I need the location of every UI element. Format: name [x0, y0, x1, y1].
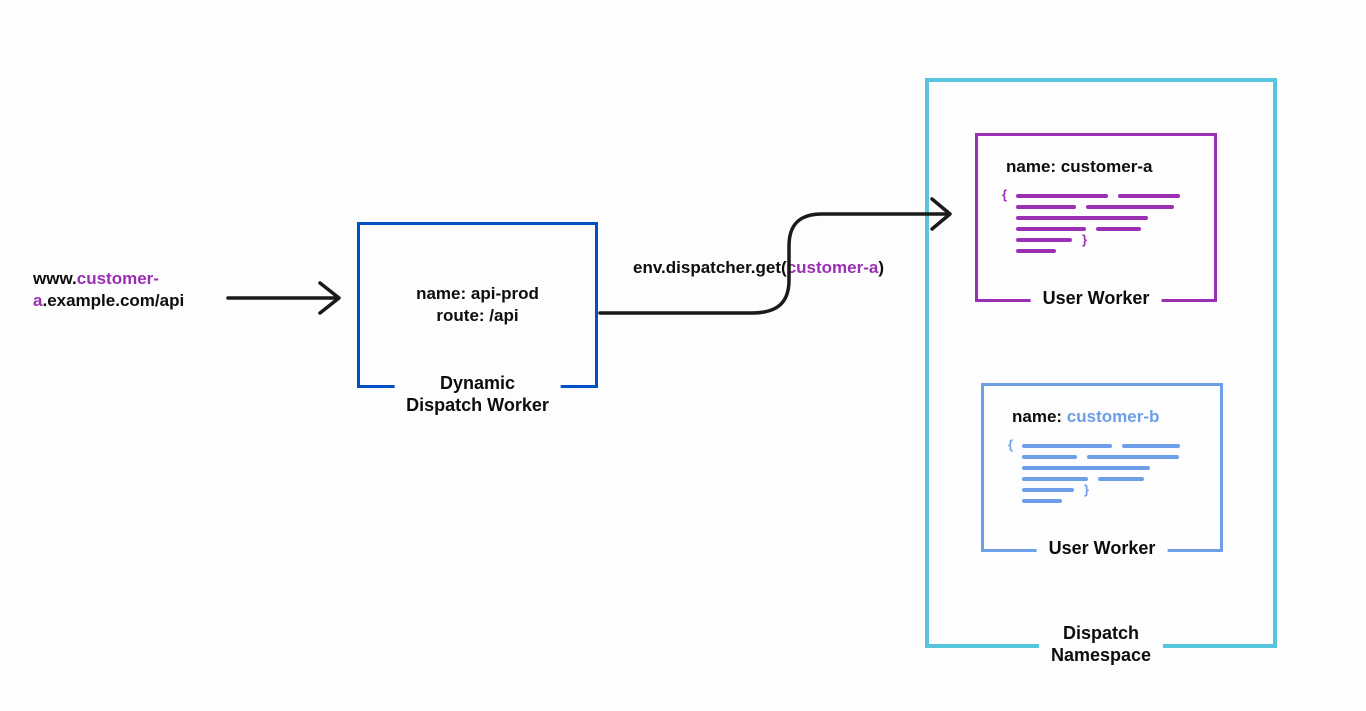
dispatch-worker-route: route: /api — [436, 306, 519, 325]
namespace-caption: Dispatch Namespace — [1038, 622, 1164, 666]
dispatch-worker-config: name: api-prod route: /api — [360, 225, 595, 327]
url-prefix: www. — [33, 269, 77, 288]
worker-a-name-value: customer-a — [1060, 157, 1153, 176]
worker-b-name-value: customer-b — [1066, 407, 1160, 426]
user-worker-b-node: name: customer-b { } User Worker — [981, 383, 1223, 559]
dispatcher-get-arrow — [598, 197, 952, 315]
namespace-caption-line2: Namespace — [1050, 645, 1152, 665]
dispatch-worker-caption: Dynamic Dispatch Worker — [394, 372, 561, 416]
worker-a-code-snippet: { } — [1002, 187, 1214, 256]
dispatch-namespace-node: name: customer-a { } User Worker name: c… — [925, 78, 1277, 666]
namespace-caption-line1: Dispatch — [1062, 623, 1140, 643]
user-worker-a-caption: User Worker — [1030, 287, 1162, 309]
dynamic-dispatch-worker-node: name: api-prod route: /api Dynamic Dispa… — [357, 222, 598, 416]
call-suffix: ) — [878, 258, 884, 277]
worker-b-code-snippet: { } — [1008, 437, 1220, 506]
user-worker-a-node: name: customer-a { } User Worker — [975, 133, 1217, 309]
request-arrow — [226, 281, 341, 315]
close-brace: } — [1084, 482, 1090, 497]
worker-b-name-prefix: name: — [1012, 407, 1067, 426]
call-prefix: env.dispatcher.get( — [633, 258, 787, 277]
call-argument: customer-a — [786, 258, 879, 277]
user-worker-b-caption: User Worker — [1036, 537, 1168, 559]
user-worker-b-name: name: customer-b — [984, 386, 1220, 428]
open-brace: { — [1002, 187, 1008, 202]
user-worker-a-name: name: customer-a — [978, 136, 1214, 178]
dispatch-worker-name: name: api-prod — [416, 284, 539, 303]
dispatcher-call-text: env.dispatcher.get(customer-a) — [633, 257, 884, 279]
user-worker-a-caption-text: User Worker — [1042, 288, 1150, 308]
request-url-text: www.customer-a.example.com/api — [33, 268, 235, 312]
url-suffix: .example.com/api — [42, 291, 185, 310]
worker-a-name-prefix: name: — [1006, 157, 1061, 176]
dispatch-worker-caption-line2: Dispatch Worker — [406, 395, 549, 415]
open-brace: { — [1008, 437, 1014, 452]
close-brace: } — [1082, 232, 1088, 247]
url-customer-highlight: customer-a — [33, 269, 159, 310]
user-worker-b-caption-text: User Worker — [1048, 538, 1156, 558]
dispatch-worker-caption-line1: Dynamic — [439, 373, 516, 393]
